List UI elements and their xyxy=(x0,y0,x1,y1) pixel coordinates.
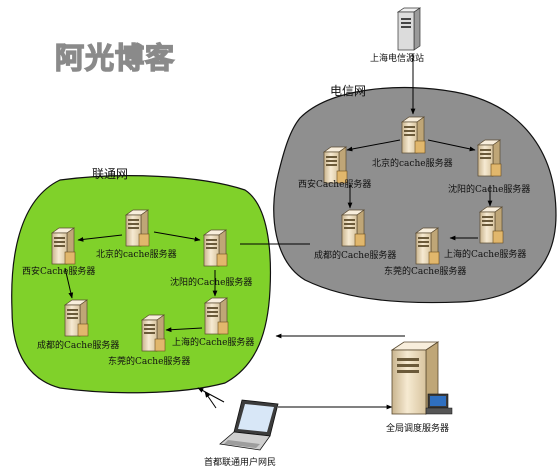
uni-xian-label: 西安Cache服务器 xyxy=(22,265,95,277)
uni-beijing-label: 北京的cache服务器 xyxy=(96,248,177,260)
link-tel-beijing-shenyang xyxy=(427,139,476,152)
link-client-to-unicom-b xyxy=(204,391,217,409)
telecom-source-server: 上海电信源站 xyxy=(370,7,424,64)
uni-shanghai-label: 上海的Cache服务器 xyxy=(172,336,254,348)
unicom-network: 联通网 xyxy=(11,167,272,394)
tel-xian-server: 西安Cache服务器 xyxy=(298,146,371,190)
connections xyxy=(64,54,493,410)
client-label: 首都联通用户网民 xyxy=(204,456,276,468)
telecom-source-label: 上海电信源站 xyxy=(370,52,424,64)
tel-shanghai-label: 上海的Cache服务器 xyxy=(444,248,526,260)
gslb-label: 全局调度服务器 xyxy=(386,422,449,434)
tel-xian-label: 西安Cache服务器 xyxy=(298,178,371,190)
uni-shanghai-server: 上海的Cache服务器 xyxy=(172,297,254,348)
tel-chengdu-label: 成都的Cache服务器 xyxy=(314,249,396,261)
unicom-network-label: 联通网 xyxy=(92,167,128,181)
tel-chengdu-server: 成都的Cache服务器 xyxy=(314,209,396,261)
uni-beijing-server: 北京的cache服务器 xyxy=(96,209,177,260)
gslb-server: 全局调度服务器 xyxy=(386,341,453,434)
telecom-network-label: 电信网 xyxy=(330,84,366,98)
link-uni-xian-chengdu xyxy=(64,267,74,299)
uni-dongguan-server: 东莞的Cache服务器 xyxy=(108,314,190,367)
uni-chengdu-label: 成都的Cache服务器 xyxy=(37,339,119,351)
link-tel-beijing-xian xyxy=(346,139,401,152)
tel-shenyang-label: 沈阳的Cache服务器 xyxy=(448,183,530,195)
watermark-title: 阿光博客 xyxy=(55,41,175,75)
link-uni-beijing-shenyang xyxy=(153,231,201,242)
client-laptop: 首都联通用户网民 xyxy=(204,399,279,468)
unicom-network-region xyxy=(11,175,272,394)
tel-beijing-server: 北京的cache服务器 xyxy=(372,116,453,169)
tel-dongguan-server: 东莞的Cache服务器 xyxy=(384,227,466,277)
uni-shenyang-label: 沈阳的Cache服务器 xyxy=(170,276,252,288)
uni-shenyang-server: 沈阳的Cache服务器 xyxy=(170,229,252,288)
tel-shanghai-server: 上海的Cache服务器 xyxy=(444,206,526,260)
uni-xian-server: 西安Cache服务器 xyxy=(22,227,95,277)
tel-beijing-label: 北京的cache服务器 xyxy=(372,157,453,169)
uni-chengdu-server: 成都的Cache服务器 xyxy=(37,299,119,351)
link-client-to-unicom-a xyxy=(197,387,225,403)
uni-dongguan-label: 东莞的Cache服务器 xyxy=(108,355,190,367)
link-uni-shanghai-dongguan xyxy=(165,327,203,333)
link-uni-beijing-xian xyxy=(77,234,123,242)
tel-shenyang-server: 沈阳的Cache服务器 xyxy=(448,139,530,195)
tel-dongguan-label: 东莞的Cache服务器 xyxy=(384,265,466,277)
